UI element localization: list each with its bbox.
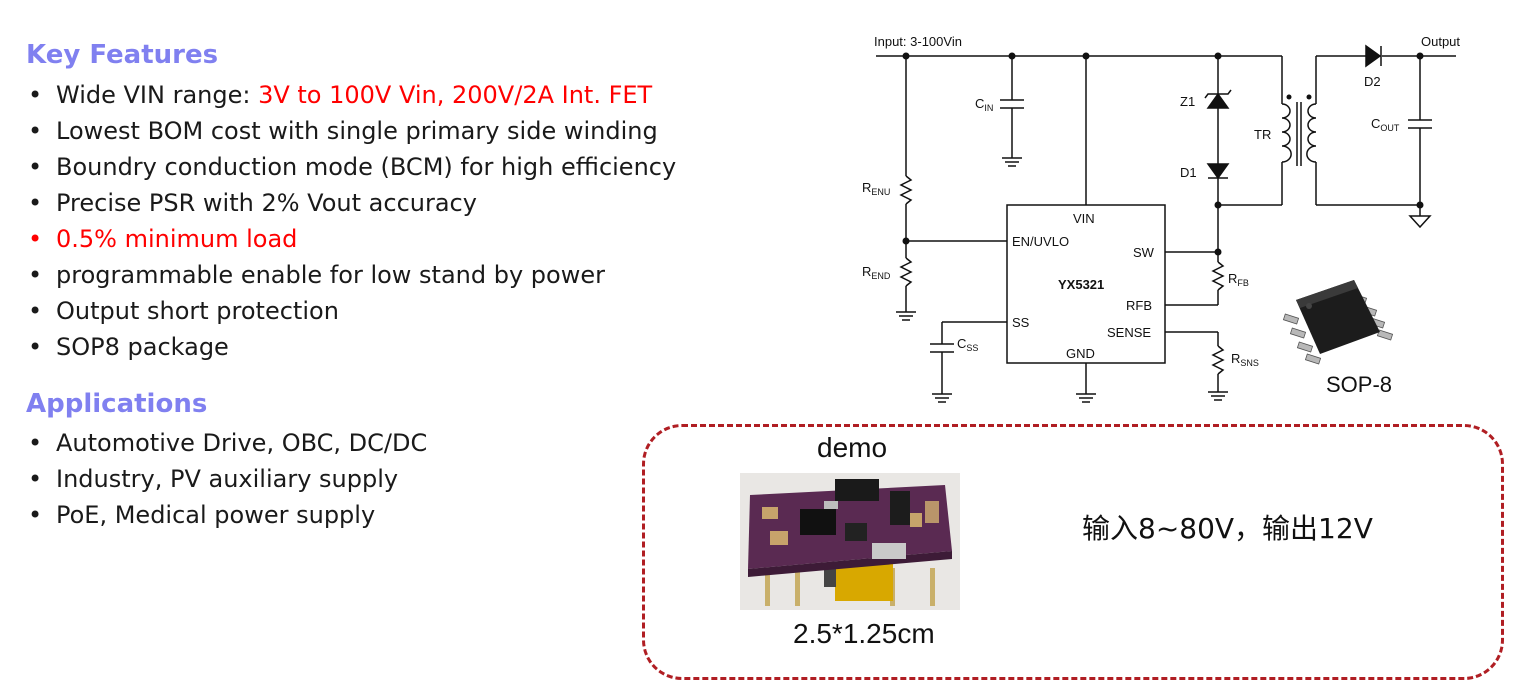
cout-label: COUT: [1371, 116, 1400, 133]
application-item: Automotive Drive, OBC, DC/DC: [26, 425, 427, 461]
pin-ss: SS: [1012, 315, 1030, 330]
feature-item: SOP8 package: [26, 329, 676, 365]
demo-board-photo: [740, 473, 960, 610]
applications-list: Automotive Drive, OBC, DC/DC Industry, P…: [26, 425, 427, 533]
rend-label: REND: [862, 264, 891, 281]
css-label: CSS: [957, 336, 978, 353]
feature-item: Wide VIN range: 3V to 100V Vin, 200V/2A …: [26, 77, 676, 113]
demo-container: [642, 424, 1504, 680]
feature-item: programmable enable for low stand by pow…: [26, 257, 676, 293]
feature-item: Boundry conduction mode (BCM) for high e…: [26, 149, 676, 185]
tr-label: TR: [1254, 127, 1271, 142]
output-label: Output: [1421, 34, 1460, 49]
application-item: Industry, PV auxiliary supply: [26, 461, 427, 497]
d1-label: D1: [1180, 165, 1197, 180]
z1-label: Z1: [1180, 94, 1195, 109]
cin-label: CIN: [975, 96, 993, 113]
sop8-package-image: [1282, 280, 1394, 365]
application-item: PoE, Medical power supply: [26, 497, 427, 533]
chip-name: YX5321: [1058, 277, 1104, 292]
demo-title: demo: [817, 432, 888, 463]
demo-description: 输入8~80V，输出12V: [1082, 512, 1373, 545]
input-label: Input: 3-100Vin: [874, 34, 962, 49]
rfb-label: RFB: [1228, 271, 1249, 288]
applications-heading: Applications: [26, 389, 208, 419]
pin-en: EN/UVLO: [1012, 234, 1069, 249]
key-features-heading: Key Features: [26, 40, 219, 70]
d2-label: D2: [1364, 74, 1381, 89]
package-label: SOP-8: [1326, 372, 1392, 397]
pin-vin: VIN: [1073, 211, 1095, 226]
renu-label: RENU: [862, 180, 890, 197]
pin-rfb: RFB: [1126, 298, 1152, 313]
feature-item: Precise PSR with 2% Vout accuracy: [26, 185, 676, 221]
feature-item: Output short protection: [26, 293, 676, 329]
feature-item-red: 0.5% minimum load: [26, 221, 676, 257]
rsns-label: RSNS: [1231, 351, 1259, 368]
pin-sense: SENSE: [1107, 325, 1151, 340]
pin-sw: SW: [1133, 245, 1155, 260]
key-features-list: Wide VIN range: 3V to 100V Vin, 200V/2A …: [26, 77, 676, 365]
feature-item: Lowest BOM cost with single primary side…: [26, 113, 676, 149]
pin-gnd: GND: [1066, 346, 1095, 361]
board-size-label: 2.5*1.25cm: [793, 618, 935, 649]
